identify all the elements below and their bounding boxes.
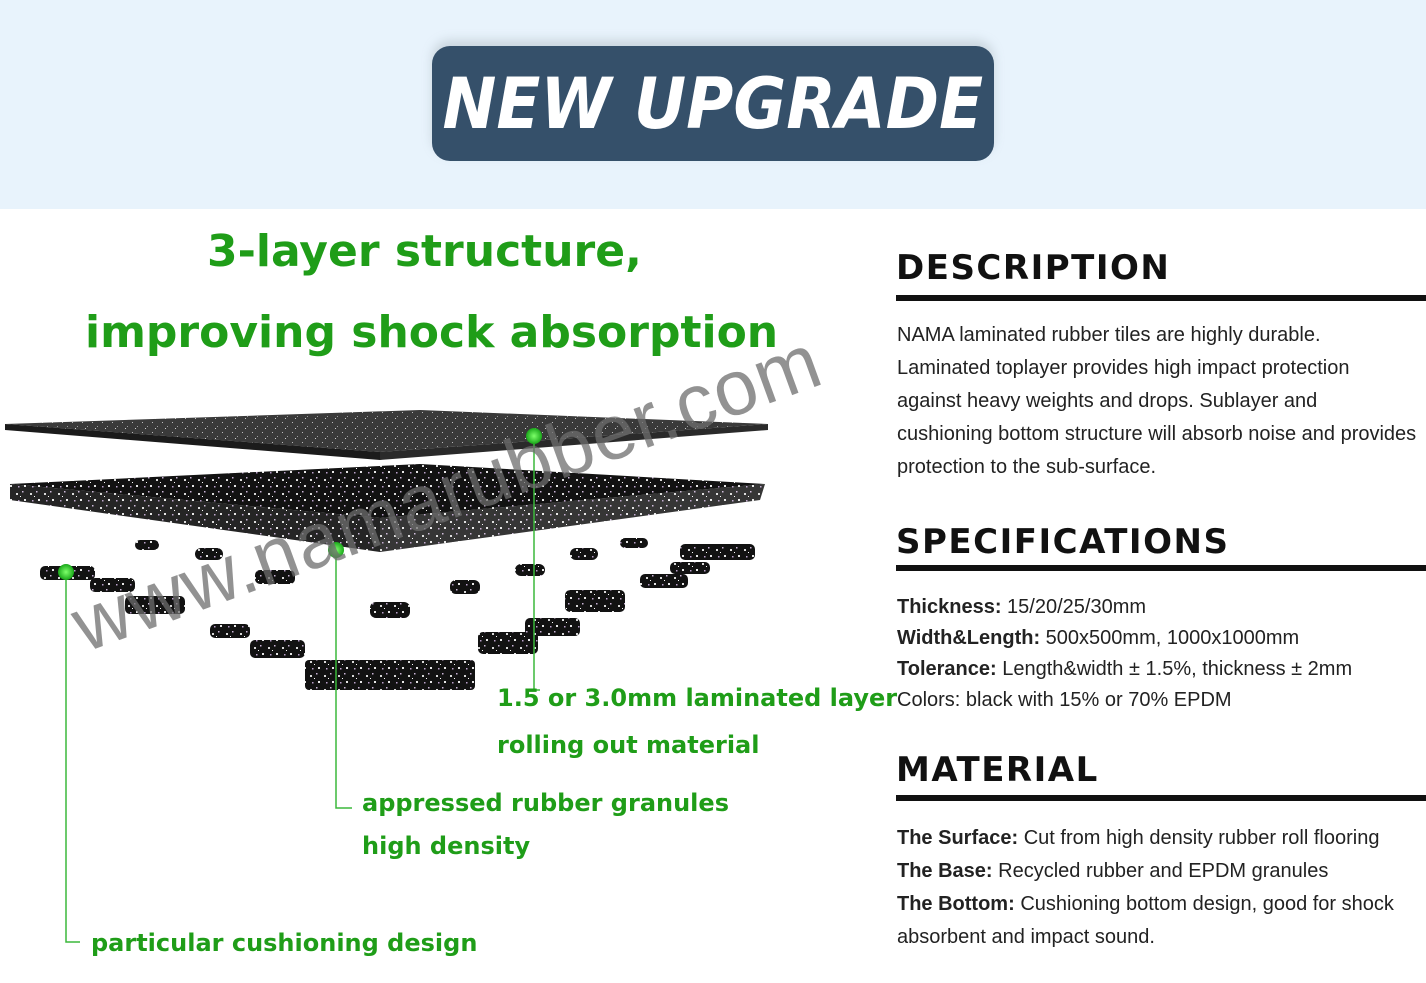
headline-line-2: improving shock absorption <box>85 307 779 358</box>
callout-high-density: high density <box>362 832 531 860</box>
specifications-list: Thickness: 15/20/25/30mm Width&Length: 5… <box>897 592 1352 716</box>
callout-cushioning: particular cushioning design <box>91 929 478 957</box>
material-label: The Surface: <box>897 827 1019 849</box>
specifications-divider <box>896 565 1426 571</box>
material-label: The Bottom: <box>897 893 1015 915</box>
spec-label: Thickness: <box>897 596 1002 618</box>
material-item: The Base: Recycled rubber and EPDM granu… <box>897 855 1426 888</box>
callout-granules: appressed rubber granules <box>362 789 729 817</box>
material-value: Cushioning bottom design, good for shock… <box>897 893 1394 948</box>
spec-item: Tolerance: Length&width ± 1.5%, thicknes… <box>897 654 1352 685</box>
material-value: Recycled rubber and EPDM granules <box>992 860 1329 882</box>
spec-item: Width&Length: 500x500mm, 1000x1000mm <box>897 623 1352 654</box>
description-divider <box>896 295 1426 301</box>
top-banner: NEW UPGRADE <box>0 0 1426 209</box>
specifications-title: SPECIFICATIONS <box>896 522 1230 562</box>
material-label: The Base: <box>897 860 993 882</box>
headline-line-1: 3-layer structure, <box>207 226 642 277</box>
material-value: Cut from high density rubber roll floori… <box>1018 827 1380 849</box>
marker-dot-cushioning <box>58 564 74 580</box>
callout-laminated-layer: 1.5 or 3.0mm laminated layer <box>497 684 898 712</box>
marker-dot-granules <box>328 542 344 558</box>
granule-layer <box>10 464 765 552</box>
spec-label: Width&Length: <box>897 627 1041 649</box>
material-divider <box>896 795 1426 801</box>
material-item: The Surface: Cut from high density rubbe… <box>897 822 1426 855</box>
material-item: The Bottom: Cushioning bottom design, go… <box>897 888 1426 954</box>
spec-item: Thickness: 15/20/25/30mm <box>897 592 1352 623</box>
marker-dot-laminated <box>526 428 542 444</box>
description-title: DESCRIPTION <box>896 248 1171 288</box>
spec-item: Colors: black with 15% or 70% EPDM <box>897 685 1352 716</box>
layer-diagram <box>5 410 768 943</box>
badge-title: NEW UPGRADE <box>442 62 984 145</box>
spec-value: Colors: black with 15% or 70% EPDM <box>897 689 1232 711</box>
spec-value: Length&width ± 1.5%, thickness ± 2mm <box>996 658 1353 680</box>
spec-label: Tolerance: <box>897 658 997 680</box>
laminated-layer <box>5 410 768 460</box>
material-title: MATERIAL <box>896 750 1099 790</box>
spec-value: 500x500mm, 1000x1000mm <box>1040 627 1300 649</box>
callout-rolling-material: rolling out material <box>497 731 760 759</box>
material-list: The Surface: Cut from high density rubbe… <box>897 822 1426 954</box>
spec-value: 15/20/25/30mm <box>1001 596 1147 618</box>
description-text: NAMA laminated rubber tiles are highly d… <box>897 324 1417 478</box>
upgrade-badge: NEW UPGRADE <box>432 46 994 161</box>
leader-lines <box>65 436 540 943</box>
